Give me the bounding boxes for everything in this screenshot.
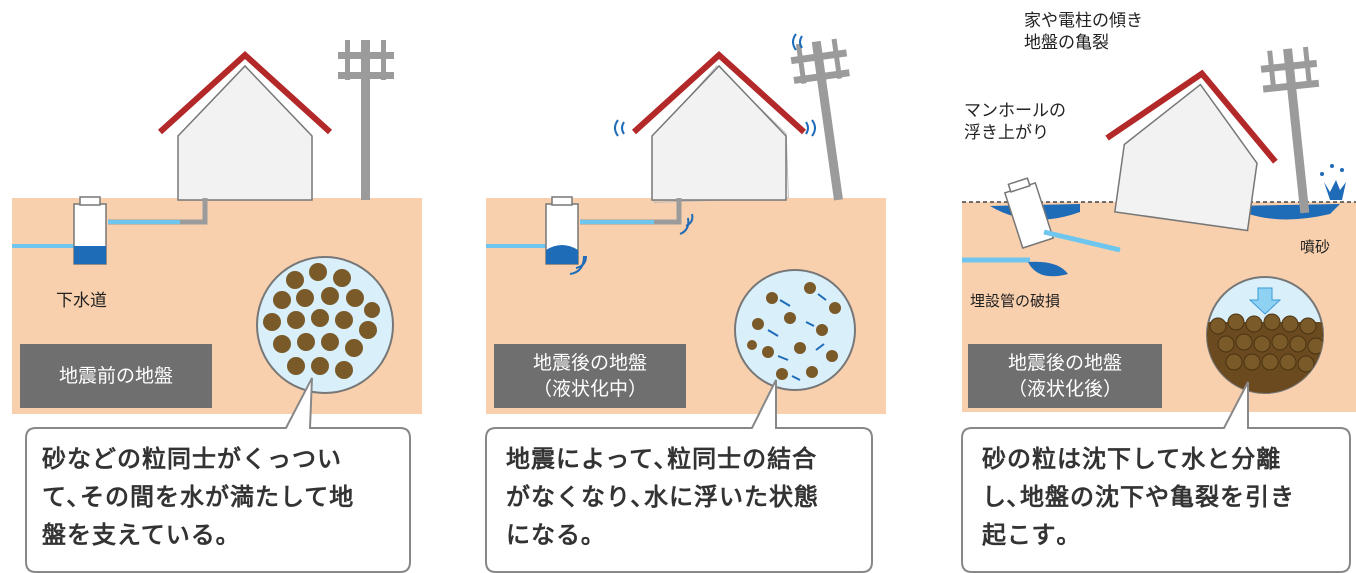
callout-line: 盤を支えている｡	[42, 521, 229, 549]
callout-line: 地震によって､粒同士の結合	[506, 445, 818, 473]
callout-line: になる｡	[506, 521, 594, 549]
callout-text-before: 砂などの粒同士がくっつい て､その間を水が満たして地 盤を支えている｡	[42, 440, 354, 554]
manhole-float-label: マンホールの 浮き上がり	[964, 100, 1066, 144]
tilted-house-icon	[1105, 69, 1278, 232]
label-line: 浮き上がり	[964, 123, 1049, 143]
soil-closeup-circle	[256, 256, 394, 394]
state-box-line: 地震後の地盤	[1007, 352, 1122, 374]
callout-line: し､地盤の沈下や亀裂を引き	[982, 483, 1295, 511]
callout-text-after: 砂の粒は沈下して水と分離 し､地盤の沈下や亀裂を引き 起こす｡	[982, 440, 1295, 554]
state-box-line: 地震後の地盤	[532, 352, 647, 374]
callout-line: て､その間を水が満たして地	[42, 483, 355, 511]
callout-line: がなくなり､水に浮いた状態	[506, 483, 819, 511]
floating-manhole-icon	[1003, 177, 1055, 249]
house-tilt-label: 家や電柱の傾き 地盤の亀裂	[1024, 10, 1143, 54]
sand-boil-label: 噴砂	[1300, 238, 1331, 256]
shaking-house-icon	[631, 50, 807, 203]
sewer-label: 下水道	[56, 291, 107, 311]
label-line: マンホールの	[964, 101, 1066, 121]
shake-wave-icon	[569, 33, 816, 275]
arrow-down-icon	[1248, 287, 1282, 315]
callout-line: 起こす｡	[982, 521, 1070, 549]
state-box-line: （液状化後）	[1007, 378, 1122, 400]
water-pool	[1230, 204, 1340, 220]
sand-boil-icon	[1320, 164, 1346, 200]
callout-bubble	[25, 377, 411, 573]
label-line: 地盤の亀裂	[1024, 33, 1109, 53]
state-box-line: （液状化中）	[532, 378, 647, 400]
sewer-manhole-icon	[12, 196, 208, 265]
pipe-damage-label: 埋設管の破損	[970, 292, 1061, 310]
sewer-manhole-icon	[486, 196, 682, 265]
utility-pole-icon	[1260, 46, 1320, 214]
house-icon	[157, 50, 333, 201]
callout-bubble	[485, 379, 873, 573]
state-box-during: 地震後の地盤 （液状化中）	[494, 344, 686, 408]
state-box-before: 地震前の地盤	[20, 344, 212, 408]
callout-line: 砂などの粒同士がくっつい	[42, 445, 342, 473]
callout-text-during: 地震によって､粒同士の結合 がなくなり､水に浮いた状態 になる｡	[506, 440, 819, 554]
broken-pipe-icon	[962, 229, 1121, 277]
state-box-line: 地震前の地盤	[58, 365, 173, 387]
callout-line: 砂の粒は沈下して水と分離	[982, 445, 1282, 473]
utility-pole-icon	[338, 40, 394, 200]
state-box-after: 地震後の地盤 （液状化後）	[968, 344, 1162, 408]
callout-bubble	[961, 381, 1351, 573]
label-line: 家や電柱の傾き	[1024, 11, 1143, 31]
soil-closeup-circle	[734, 269, 856, 391]
utility-pole-icon	[790, 38, 850, 201]
